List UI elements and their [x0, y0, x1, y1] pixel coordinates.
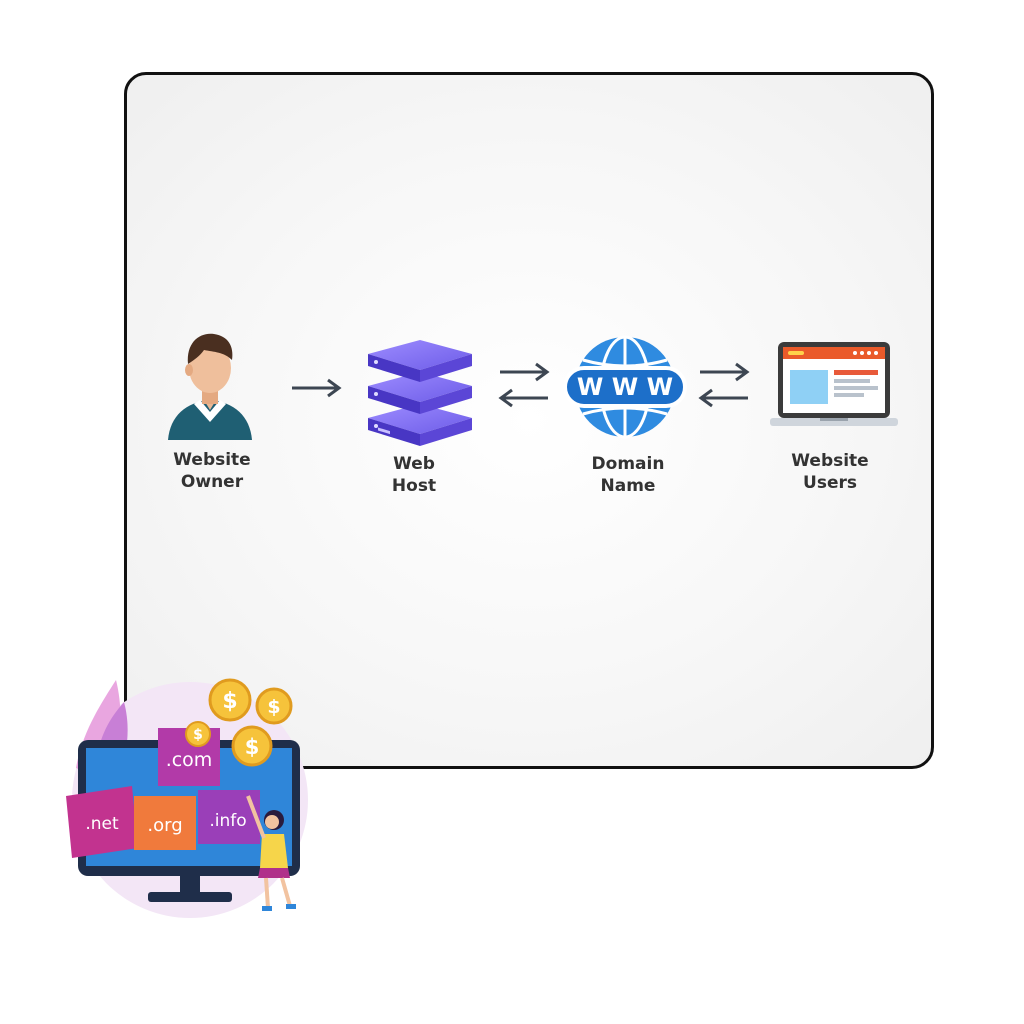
svg-text:$: $: [193, 727, 203, 743]
tld-net: .net: [85, 814, 119, 834]
tld-info: .info: [209, 811, 246, 831]
globe-www-icon: W W W: [563, 335, 687, 439]
tld-com: .com: [166, 749, 213, 771]
server-stack-icon: [368, 340, 472, 446]
woman-figure-icon: [246, 795, 296, 911]
person-icon: [168, 333, 252, 440]
arrow-owner-to-host: [292, 378, 342, 398]
svg-text:$: $: [245, 735, 260, 759]
tld-org: .org: [147, 815, 182, 836]
laptop-icon: [770, 342, 898, 426]
arrow-host-domain-bidirectional: [498, 362, 550, 408]
svg-text:$: $: [222, 689, 237, 714]
globe-www-text: W W W: [577, 373, 673, 401]
domain-names-illustration: .com .net .org .info $ $ $ $: [66, 678, 308, 918]
svg-text:$: $: [267, 696, 280, 718]
arrow-domain-users-bidirectional: [698, 362, 750, 408]
coin-icons: $ $ $ $: [185, 678, 293, 767]
